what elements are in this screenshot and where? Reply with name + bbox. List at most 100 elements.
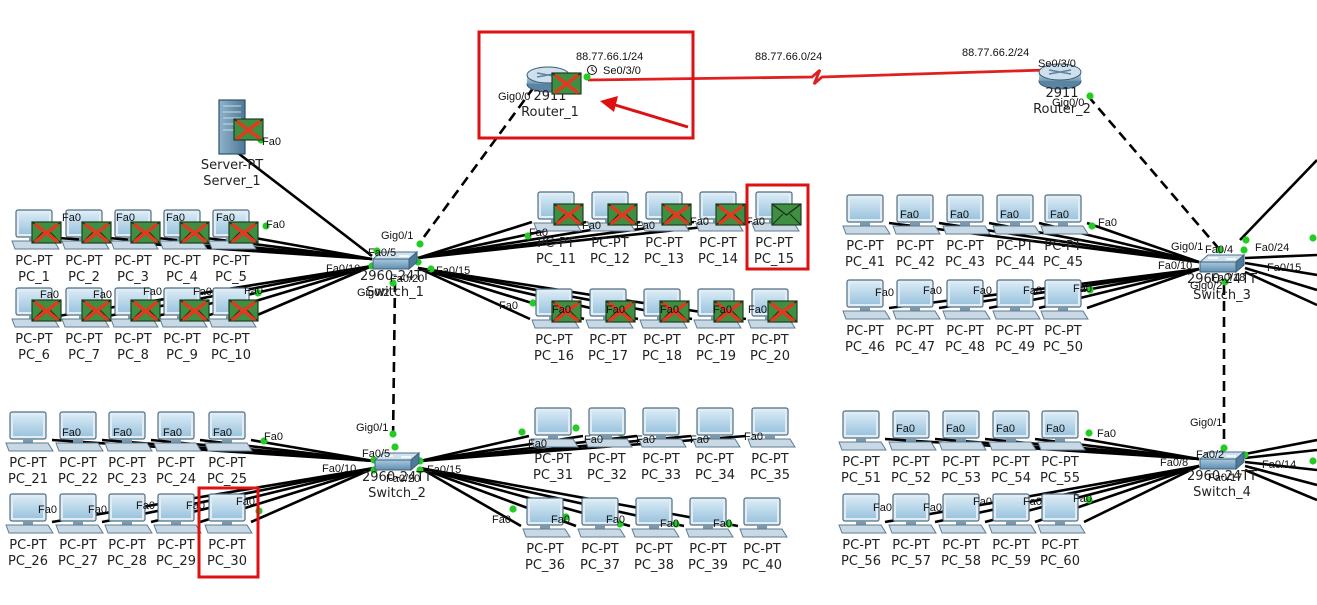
- crossover-cable[interactable]: [1087, 95, 1221, 251]
- copper-cable[interactable]: [884, 464, 1200, 524]
- crossover-cable[interactable]: [416, 86, 536, 246]
- copper-cable[interactable]: [1083, 437, 1200, 461]
- copper-cable[interactable]: [1244, 464, 1317, 487]
- copper-cable[interactable]: [1086, 267, 1200, 310]
- copper-cable[interactable]: [250, 438, 375, 463]
- copper-cable[interactable]: [1244, 460, 1317, 472]
- copper-cable[interactable]: [1244, 266, 1317, 292]
- copper-cable[interactable]: [1244, 270, 1317, 307]
- copper-cable[interactable]: [419, 434, 747, 463]
- copper-cable[interactable]: [417, 220, 751, 260]
- copper-cable[interactable]: [1244, 448, 1317, 460]
- copper-cable[interactable]: [254, 236, 373, 261]
- copper-cable[interactable]: [250, 466, 375, 524]
- copper-cable[interactable]: [419, 466, 522, 528]
- copper-cable[interactable]: [1239, 438, 1317, 457]
- copper-cable[interactable]: [1086, 221, 1200, 264]
- pc-model-label: PC-PT: [108, 538, 145, 553]
- copper-cable[interactable]: [419, 466, 739, 528]
- serial-link[interactable]: [587, 68, 1047, 86]
- copper-cable[interactable]: [1244, 261, 1317, 277]
- crossover-cable[interactable]: [391, 281, 397, 441]
- copper-cable[interactable]: [1244, 253, 1317, 260]
- copper-cable[interactable]: [233, 148, 373, 258]
- copper-cable[interactable]: [419, 434, 530, 463]
- copper-cable[interactable]: [417, 220, 533, 260]
- copper-cable[interactable]: [417, 266, 531, 321]
- copper-cable[interactable]: [254, 264, 373, 318]
- copper-cable[interactable]: [1244, 468, 1317, 502]
- copper-cable[interactable]: [1239, 159, 1317, 241]
- copper-cable[interactable]: [417, 266, 747, 321]
- copper-cable[interactable]: [1083, 464, 1200, 524]
